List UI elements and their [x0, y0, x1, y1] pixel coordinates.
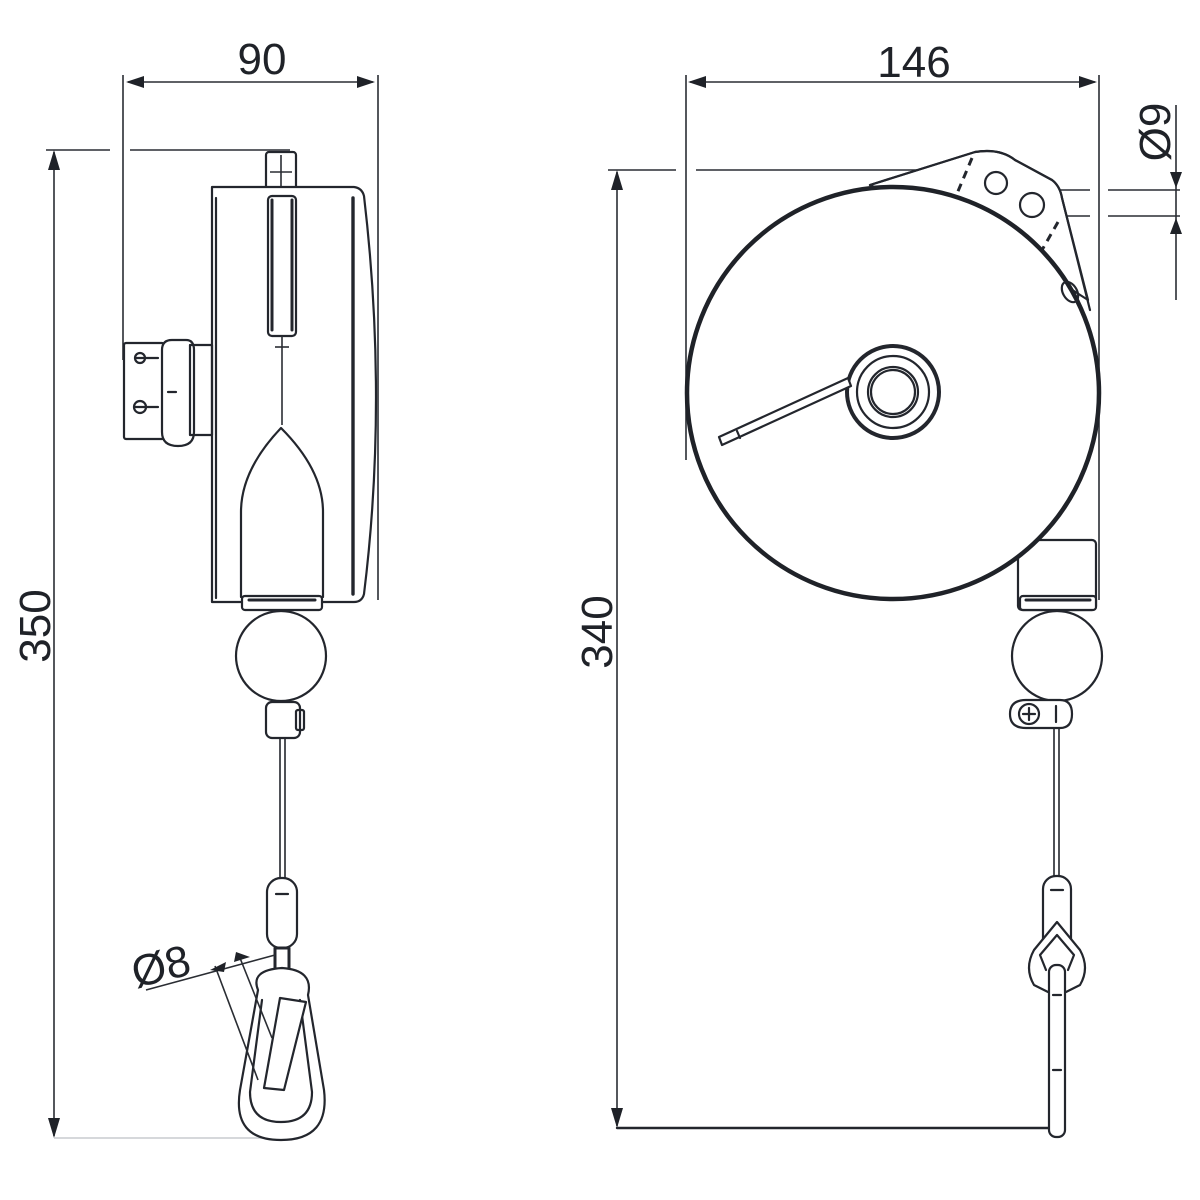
- dim-label-90: 90: [238, 35, 287, 84]
- dimension-height-340: 340: [573, 169, 1060, 1130]
- snap-hook: [237, 966, 326, 1142]
- rope-ferrule: [265, 876, 299, 950]
- suspension-hole-2: [1018, 191, 1046, 219]
- rope-guide: [266, 194, 298, 425]
- stopper-ball-front: [1010, 609, 1104, 703]
- rope-clamp: [264, 700, 302, 740]
- dim-label-146: 146: [877, 38, 950, 87]
- side-view: 90 350: [11, 35, 379, 1142]
- dim-label-hook-diameter: Ø8: [127, 936, 196, 998]
- dimension-width-146: 146: [685, 38, 1100, 600]
- snap-hook-front: [1027, 920, 1087, 1139]
- mounting-bracket: [122, 338, 214, 448]
- dimension-width-90: 90: [122, 35, 379, 600]
- rope-exit-cover: [239, 426, 325, 599]
- rope-exit-collar: [240, 594, 324, 612]
- rope-exit-collar-front: [1018, 594, 1098, 612]
- suspension-hole-1: [983, 170, 1009, 196]
- dimension-height-350: 350: [11, 149, 290, 1139]
- drum-hub: [845, 344, 941, 440]
- dim-label-350: 350: [11, 589, 60, 662]
- dim-label-340: 340: [573, 595, 622, 668]
- drum-housing: [684, 184, 1102, 602]
- dim-label-suspension-hole: Ø9: [1131, 103, 1180, 162]
- stopper-ball: [234, 609, 328, 703]
- rope-clamp-front: [1008, 698, 1074, 730]
- front-view: 146 340 Ø9: [573, 38, 1182, 1139]
- tension-key: [717, 376, 853, 447]
